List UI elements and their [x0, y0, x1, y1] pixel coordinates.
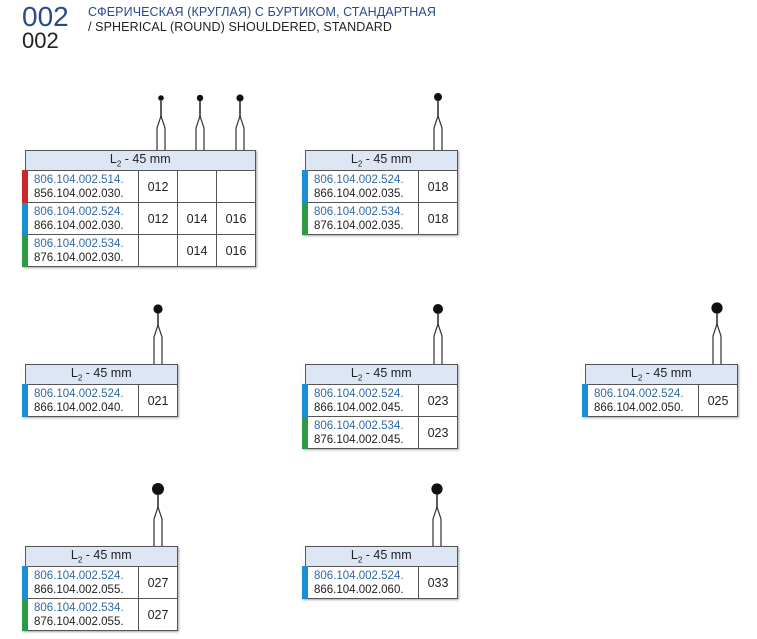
size-cell: 018 — [418, 170, 458, 203]
reference-cell: 806.104.002.534.876.104.002.035. — [302, 202, 419, 235]
bur-016-drawing — [233, 94, 247, 152]
size-cell: 016 — [216, 234, 256, 267]
spec-table-045: L2 - 45 mm 806.104.002.524.866.104.002.0… — [302, 364, 458, 449]
size-cell: 014 — [177, 234, 217, 267]
reference-cell: 806.104.002.534.876.104.002.045. — [302, 416, 419, 449]
bur-014-drawing — [193, 94, 207, 152]
reference-cell: 806.104.002.524.866.104.002.035. — [302, 170, 419, 203]
spec-table-060: L2 - 45 mm 806.104.002.524.866.104.002.0… — [302, 546, 458, 599]
reference-cell: 806.104.002.534.876.104.002.030. — [22, 234, 139, 267]
bur-027-drawing — [151, 481, 165, 547]
reference-cell: 806.104.002.524.866.104.002.030. — [22, 202, 139, 235]
size-cell: 027 — [138, 598, 178, 631]
reference-cell: 806.104.002.524.866.104.002.060. — [302, 566, 419, 599]
reference-cell: 806.104.002.524.866.104.002.050. — [582, 384, 699, 417]
product-subcode: 002 — [22, 28, 59, 53]
reference-cell: 806.104.002.524.866.104.002.045. — [302, 384, 419, 417]
size-cell — [216, 170, 256, 203]
bur-023-drawing — [431, 302, 445, 364]
table-row: 806.104.002.524.866.104.002.040. 021 — [22, 384, 178, 417]
size-cell — [177, 170, 217, 203]
table-header: L2 - 45 mm — [584, 364, 738, 385]
table-header: L2 - 45 mm — [304, 364, 458, 385]
table-header: L2 - 45 mm — [24, 150, 256, 171]
table-row: 806.104.002.534.876.104.002.035. 018 — [302, 202, 458, 235]
table-row: 806.104.002.534.876.104.002.045. 023 — [302, 416, 458, 449]
size-cell: 027 — [138, 566, 178, 599]
size-cell: 016 — [216, 202, 256, 235]
product-code: 002 — [22, 1, 69, 32]
size-cell: 012 — [138, 202, 178, 235]
size-cell: 021 — [138, 384, 178, 417]
spec-table-050: L2 - 45 mm 806.104.002.524.866.104.002.0… — [582, 364, 738, 417]
size-cell: 012 — [138, 170, 178, 203]
reference-cell: 806.104.002.514.856.104.002.030. — [22, 170, 139, 203]
bur-025-drawing — [710, 301, 724, 364]
size-cell: 018 — [418, 202, 458, 235]
spec-table-040: L2 - 45 mm 806.104.002.524.866.104.002.0… — [22, 364, 178, 417]
title-english: / SPHERICAL (ROUND) SHOULDERED, STANDARD — [88, 20, 393, 34]
reference-cell: 806.104.002.524.866.104.002.055. — [22, 566, 139, 599]
size-cell: 014 — [177, 202, 217, 235]
table-header: L2 - 45 mm — [304, 546, 458, 567]
size-cell: 025 — [698, 384, 738, 417]
size-cell: 023 — [418, 416, 458, 449]
table-row: 806.104.002.534.876.104.002.055. 027 — [22, 598, 178, 631]
bur-021-drawing — [151, 303, 165, 365]
table-row: 806.104.002.514.856.104.002.030. 012 — [22, 170, 256, 203]
table-header: L2 - 45 mm — [304, 150, 458, 171]
bur-012-drawing — [154, 94, 168, 152]
table-row: 806.104.002.524.866.104.002.055. 027 — [22, 566, 178, 599]
spec-table-030: L2 - 45 mm 806.104.002.514.856.104.002.0… — [22, 150, 256, 267]
bur-033-drawing — [430, 482, 444, 547]
table-row: 806.104.002.524.866.104.002.060. 033 — [302, 566, 458, 599]
spec-table-055: L2 - 45 mm 806.104.002.524.866.104.002.0… — [22, 546, 178, 631]
reference-cell: 806.104.002.534.876.104.002.055. — [22, 598, 139, 631]
size-cell — [138, 234, 178, 267]
bur-018-drawing — [431, 92, 445, 152]
size-cell: 033 — [418, 566, 458, 599]
table-row: 806.104.002.524.866.104.002.035. 018 — [302, 170, 458, 203]
table-row: 806.104.002.534.876.104.002.030. 014 016 — [22, 234, 256, 267]
table-row: 806.104.002.524.866.104.002.045. 023 — [302, 384, 458, 417]
reference-cell: 806.104.002.524.866.104.002.040. — [22, 384, 139, 417]
table-header: L2 - 45 mm — [24, 364, 178, 385]
spec-table-035: L2 - 45 mm 806.104.002.524.866.104.002.0… — [302, 150, 458, 235]
table-header: L2 - 45 mm — [24, 546, 178, 567]
size-cell: 023 — [418, 384, 458, 417]
title-russian: СФЕРИЧЕСКАЯ (КРУГЛАЯ) С БУРТИКОМ, СТАНДА… — [88, 5, 436, 19]
table-row: 806.104.002.524.866.104.002.030. 012 014… — [22, 202, 256, 235]
table-row: 806.104.002.524.866.104.002.050. 025 — [582, 384, 738, 417]
